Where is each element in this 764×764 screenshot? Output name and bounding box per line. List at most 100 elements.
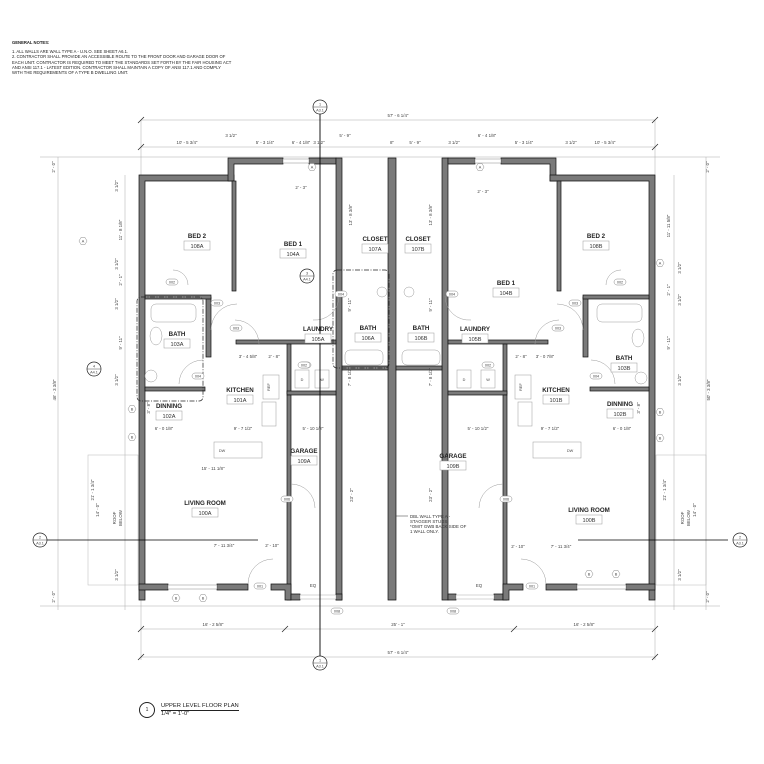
svg-text:STAGGER STUDS: STAGGER STUDS (410, 519, 447, 524)
svg-text:DBL WALL TYPE A -: DBL WALL TYPE A - (410, 514, 451, 519)
left-dimension: 21' - 1 3/4" (90, 479, 95, 500)
room-number: 105A (311, 337, 324, 343)
right-dimension: 9' - 11" (666, 336, 671, 350)
interior-dimension: 5' - 10 1/2" (468, 426, 489, 431)
top-dimension: 6' - 4 1/8" (292, 140, 311, 145)
svg-text:004: 004 (593, 374, 599, 378)
general-notes-title: GENERAL NOTES: (12, 40, 50, 45)
svg-text:2: 2 (739, 536, 741, 540)
svg-text:1 WALL ONLY.: 1 WALL ONLY. (410, 529, 439, 534)
interior-dimension: EQ (476, 583, 483, 588)
svg-text:2: 2 (39, 536, 41, 540)
party-wall-note: DBL WALL TYPE A - STAGGER STUDS *OMIT GW… (396, 514, 467, 534)
drawing-number-bubble: 1 (139, 702, 155, 718)
svg-text:A: A (659, 261, 662, 265)
room-name: BATH (360, 325, 377, 332)
room-name: CLOSET (405, 236, 430, 243)
door-tag: 008 (446, 607, 460, 615)
bottom-dimension: 16' - 2 5/8" (203, 622, 224, 627)
appliance-label: D (301, 378, 304, 382)
top-dimension: 5' - 3 1/4" (256, 140, 275, 145)
room-name: LIVING ROOM (568, 507, 610, 514)
interior-dimension: EQ (310, 583, 317, 588)
section-marker: 1A3.1 (312, 655, 328, 671)
interior-dimension: 3' - 0 7/8" (536, 354, 555, 359)
window-tag: A (307, 163, 317, 171)
svg-text:*OMIT GWB BACK SIDE OF: *OMIT GWB BACK SIDE OF (410, 524, 467, 529)
svg-text:ROOF: ROOF (680, 511, 685, 524)
right-dimension: 3 1/2" (677, 262, 682, 274)
svg-text:A3.1: A3.1 (316, 109, 324, 113)
svg-text:A: A (311, 165, 314, 169)
svg-text:4: 4 (93, 365, 95, 369)
top-dimension: 5' - 9" (409, 140, 421, 145)
right-dimension: 3 1/2" (677, 294, 682, 306)
right-dimension: 14' - 0" (692, 503, 697, 517)
room-number: 103A (170, 342, 183, 348)
room-name: BED 1 (497, 280, 516, 287)
walls (138, 157, 656, 601)
section-marker: 2A3.1 (32, 532, 48, 548)
room-name: GARAGE (439, 453, 466, 460)
svg-text:002: 002 (617, 280, 623, 284)
window-tag: B (198, 594, 208, 602)
interior-dimension: 9' - 7 1/2" (234, 426, 253, 431)
svg-text:BELOW: BELOW (686, 509, 691, 526)
room-number: 107A (368, 247, 381, 253)
left-dimension: 2' - 0" (51, 161, 56, 173)
door-tag: 002 (165, 278, 179, 286)
left-dimension: 3 1/2" (114, 569, 119, 581)
section-marker: 1A3.1 (312, 99, 328, 115)
svg-text:003: 003 (555, 326, 561, 330)
interior-dimension: 7' - 11 3/4" (551, 544, 572, 549)
door-tag: 004 (589, 372, 603, 380)
door-tag: 001 (253, 582, 267, 590)
interior-dimension: 13' - 8 3/8" (348, 204, 353, 225)
appliance-label: DW (219, 449, 226, 453)
door-swings (172, 269, 622, 585)
room-name: LAUNDRY (460, 326, 491, 333)
svg-text:1: 1 (319, 103, 321, 107)
left-dimension: 14' - 0" (95, 503, 100, 517)
window-tag: B (655, 434, 665, 442)
room-number: 109B (446, 464, 459, 470)
room-name: BATH (413, 325, 430, 332)
accessible-clear-areas (136, 269, 390, 402)
door-tag: 001 (525, 582, 539, 590)
top-dimension: 5' - 9" (339, 133, 351, 138)
svg-text:B: B (615, 572, 618, 576)
door-tag: 002 (481, 361, 495, 369)
top-dimension: 3 1/2" (313, 140, 325, 145)
top-dimension: 3 1/2" (448, 140, 460, 145)
door-tag: 003 (568, 299, 582, 307)
svg-text:004: 004 (195, 374, 201, 378)
room-number: 106A (361, 336, 374, 342)
svg-text:002: 002 (169, 280, 175, 284)
windows (167, 158, 627, 600)
interior-dimension: 3' - 4 5/8" (239, 354, 258, 359)
svg-text:B: B (175, 596, 178, 600)
overall-dimension-bottom: 57' - 6 1/4" (388, 650, 409, 655)
top-dimension: 10' - 5 3/4" (595, 140, 616, 145)
interior-dimension: 15' - 11 1/8" (201, 466, 225, 471)
top-dimension: 8" (390, 140, 394, 145)
drawing-title-block: 1 UPPER LEVEL FLOOR PLAN 1/4" = 1'-0" (139, 702, 239, 718)
door-tag: 006 (499, 495, 513, 503)
svg-text:006: 006 (503, 497, 509, 501)
door-tag: 003 (229, 324, 243, 332)
svg-text:A4.1: A4.1 (303, 278, 311, 282)
svg-text:004: 004 (338, 292, 344, 296)
window-tag: B (655, 408, 665, 416)
left-dimension: 3 1/2" (114, 298, 119, 310)
room-number: 104B (499, 291, 512, 297)
room-name: BATH (616, 355, 633, 362)
general-notes: GENERAL NOTES: 1. ALL WALLS ARE WALL TYP… (12, 40, 312, 75)
interior-dimension: 9' - 7 1/2" (541, 426, 560, 431)
